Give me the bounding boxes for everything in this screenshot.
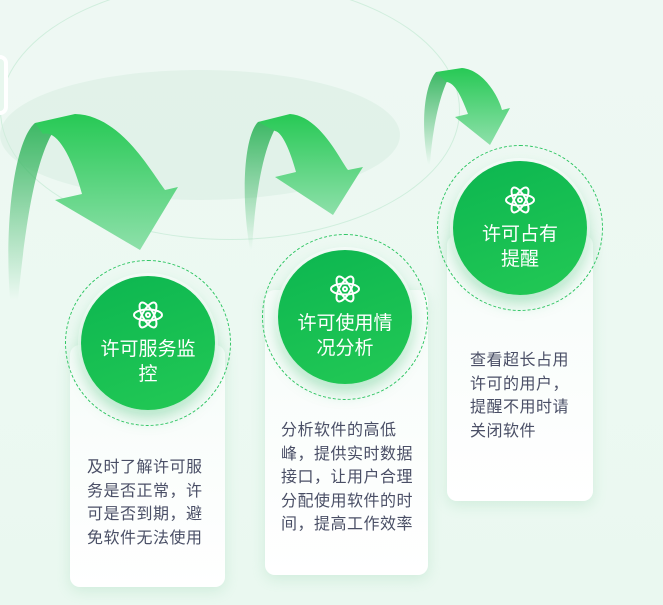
step-circle-3: 许可占有提醒 xyxy=(453,161,587,295)
atom-icon xyxy=(330,275,360,303)
step-title: 许可使用情况分析 xyxy=(297,312,393,359)
arrow-3 xyxy=(424,68,510,165)
step-circle-2: 许可使用情况分析 xyxy=(278,250,412,384)
step-description: 分析软件的高低峰，提供实时数据接口，让用户合理分配使用软件的时间，提高工作效率 xyxy=(281,420,414,533)
dashed-ring xyxy=(65,260,231,426)
atom-icon xyxy=(133,301,163,329)
step-description: 查看超长占用许可的用户，提醒不用时请关闭软件 xyxy=(470,350,570,440)
partial-badge xyxy=(0,55,8,115)
dashed-ring xyxy=(437,145,603,311)
dashed-ring xyxy=(262,234,428,400)
step-circle-1: 许可服务监控 xyxy=(81,276,215,410)
atom-icon xyxy=(505,186,535,214)
arrow-1 xyxy=(8,114,178,300)
step-description: 及时了解许可服务是否正常，许可是否到期，避免软件无法使用 xyxy=(87,457,203,547)
step-title: 许可服务监控 xyxy=(100,338,196,385)
step-title: 许可占有提醒 xyxy=(481,223,558,270)
arrow-2 xyxy=(244,114,363,250)
